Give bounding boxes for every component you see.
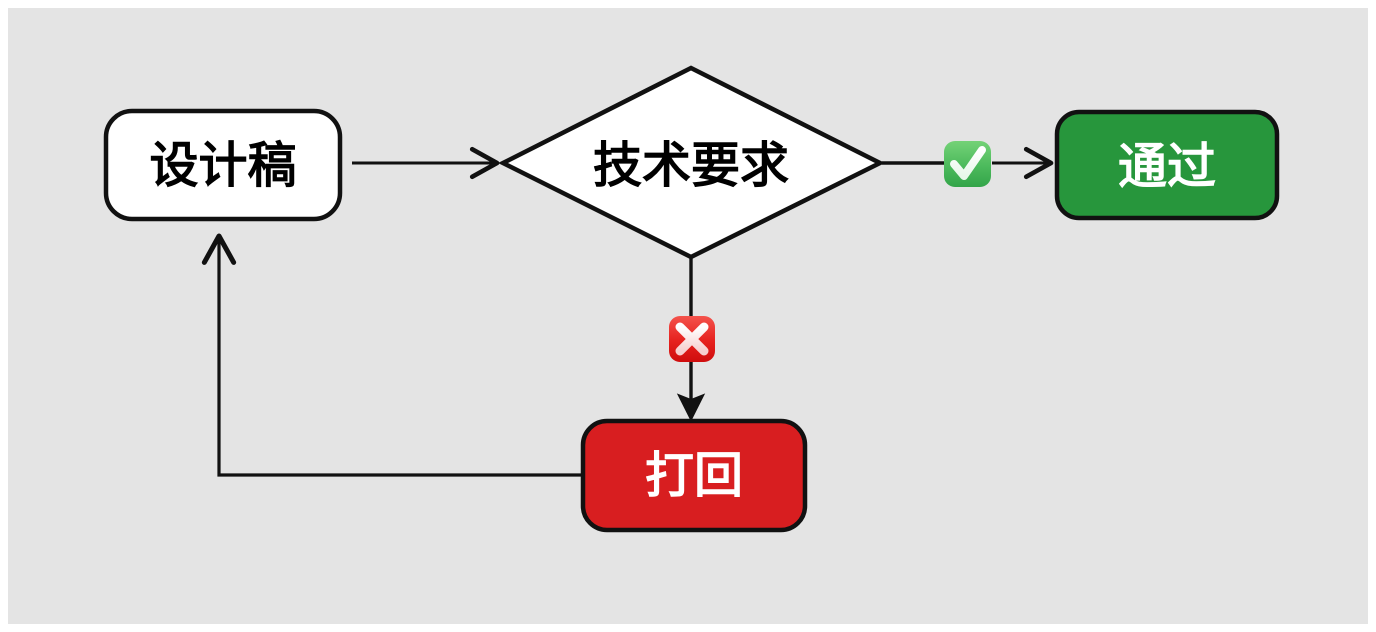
node-tech-requirements-shape[interactable] xyxy=(497,65,886,260)
node-design-draft[interactable]: 设计稿 xyxy=(103,108,343,222)
node-pass-shape[interactable] xyxy=(1054,109,1280,221)
check-mark-badge-glyph xyxy=(950,146,986,180)
check-mark-badge-icon xyxy=(944,141,991,187)
node-reject-shape[interactable] xyxy=(580,418,808,533)
cross-mark-badge-glyph xyxy=(675,322,709,356)
cross-mark-badge-icon xyxy=(669,316,715,362)
node-pass-label: 通过 xyxy=(1118,140,1216,194)
flowchart: 设计稿 技术要求 通过 打回 xyxy=(103,65,1280,533)
edge-reject-to-draft xyxy=(201,233,583,477)
node-design-draft-shape[interactable] xyxy=(103,108,343,222)
node-reject-label: 打回 xyxy=(645,449,743,503)
node-design-draft-label: 设计稿 xyxy=(149,139,296,193)
node-reject[interactable]: 打回 xyxy=(580,418,808,533)
diagram-canvas: 设计稿 技术要求 通过 打回 xyxy=(8,8,1368,624)
edge-reject-to-draft-line xyxy=(201,233,583,477)
node-pass[interactable]: 通过 xyxy=(1054,109,1280,221)
node-tech-requirements-label: 技术要求 xyxy=(593,139,789,193)
node-tech-requirements[interactable]: 技术要求 xyxy=(497,65,886,260)
